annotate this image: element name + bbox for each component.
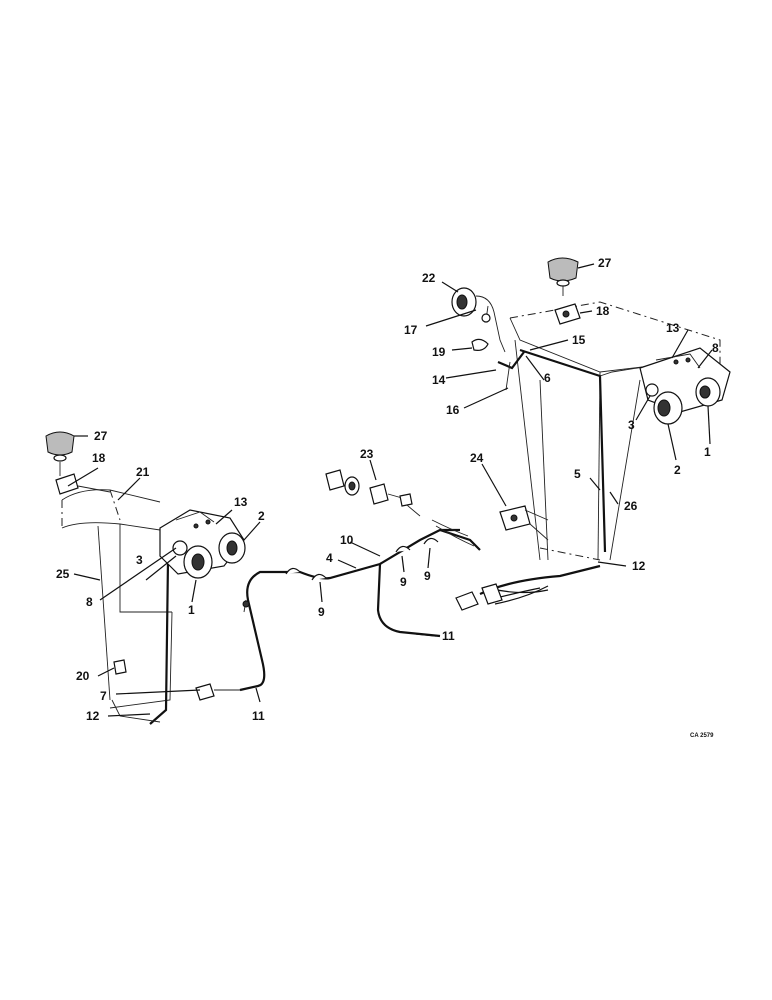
- callout-26: 26: [624, 499, 638, 513]
- callout-18-right: 18: [596, 304, 610, 318]
- callout-6: 6: [544, 371, 551, 385]
- right-bracket-parts: [451, 287, 581, 391]
- callout-7: 7: [100, 689, 107, 703]
- callout-15: 15: [572, 333, 586, 347]
- callout-19: 19: [432, 345, 446, 359]
- callout-27-right: 27: [598, 256, 612, 270]
- left-bottom-parts: [113, 659, 240, 701]
- left-fender: [61, 489, 173, 725]
- callout-14: 14: [432, 373, 446, 387]
- callout-9-c: 9: [424, 569, 431, 583]
- callout-20: 20: [76, 669, 90, 683]
- callout-24: 24: [470, 451, 484, 465]
- callout-5: 5: [574, 467, 581, 481]
- callout-12-right: 12: [632, 559, 646, 573]
- callout-16: 16: [446, 403, 460, 417]
- callout-9-b: 9: [400, 575, 407, 589]
- callout-2-left: 2: [258, 509, 265, 523]
- callout-4: 4: [326, 551, 333, 565]
- callout-23: 23: [360, 447, 374, 461]
- callout-12-left: 12: [86, 709, 100, 723]
- callout-25: 25: [56, 567, 70, 581]
- callout-11-left: 11: [252, 709, 265, 723]
- callout-27-left: 27: [94, 429, 108, 443]
- left-lamp-cluster: [159, 509, 246, 579]
- connector-pieces: [325, 469, 475, 547]
- callout-17: 17: [404, 323, 418, 337]
- left-warning-light: [45, 431, 111, 495]
- callout-13-right: 13: [666, 321, 680, 335]
- right-lamp-cluster: [639, 347, 731, 425]
- right-fender: [509, 301, 721, 561]
- callout-13-left: 13: [234, 495, 248, 509]
- callout-8-right: 8: [712, 341, 719, 355]
- callout-8-left: 8: [86, 595, 93, 609]
- drawing-code: CA 2579: [690, 733, 714, 739]
- callout-3-left: 3: [136, 553, 143, 567]
- callout-22: 22: [422, 271, 436, 285]
- callout-3-right: 3: [628, 418, 635, 432]
- callout-9-a: 9: [318, 605, 325, 619]
- right-warning-light: [547, 257, 579, 296]
- callout-10: 10: [340, 533, 354, 547]
- callout-11-right: 11: [442, 629, 455, 643]
- callout-2-right: 2: [674, 463, 681, 477]
- callout-1-right: 1: [704, 445, 711, 459]
- callout-1-left: 1: [188, 603, 195, 617]
- leader-lines: [67, 263, 713, 717]
- callout-21: 21: [136, 465, 150, 479]
- callout-18-left: 18: [92, 451, 106, 465]
- callout-labels: 27 18 13 8 3 2 1 22 17 19 14 16 15 6 5 2…: [56, 256, 719, 739]
- right-lower-switch: [499, 505, 549, 541]
- main-harness: [239, 528, 601, 692]
